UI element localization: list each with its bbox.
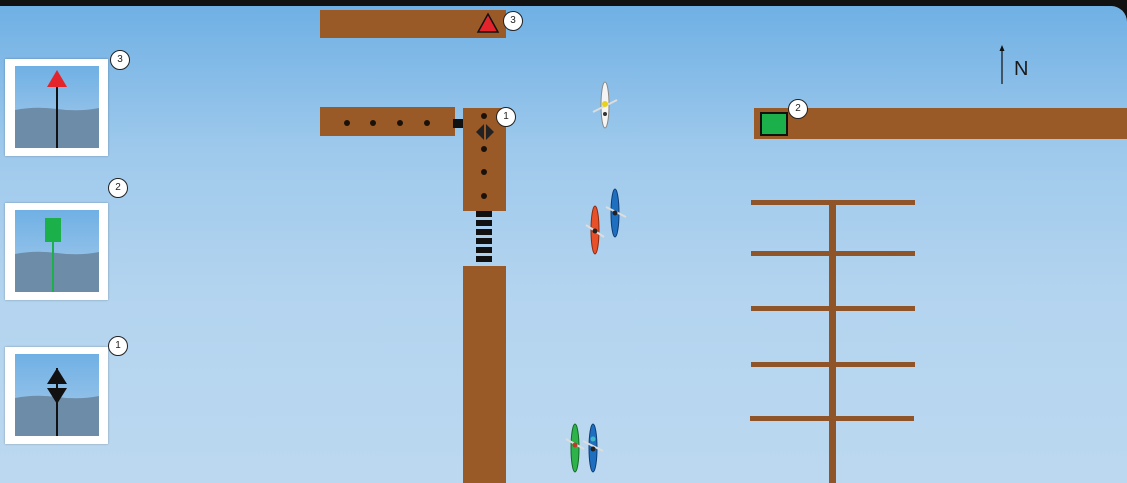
legend-card-red-marker xyxy=(5,59,108,156)
legend-number-badge: 1 xyxy=(108,336,128,356)
kayak-blue-icon xyxy=(582,421,604,475)
black-diamond-marker-icon xyxy=(15,354,99,436)
marker-number-badge: 3 xyxy=(503,11,523,31)
north-label: N xyxy=(1014,58,1028,81)
rail-crossbar xyxy=(751,362,915,367)
middle-pier xyxy=(320,107,455,136)
rail-spine xyxy=(829,202,836,483)
legend-number-badge: 2 xyxy=(108,178,128,198)
black-diamond-marker-icon xyxy=(474,122,496,142)
bollard xyxy=(424,120,430,126)
legend-number-badge: 3 xyxy=(110,50,130,70)
ladder-rung xyxy=(476,229,492,235)
kayak-blue-icon xyxy=(604,187,628,239)
rail-crossbar xyxy=(751,306,915,311)
bollard xyxy=(481,113,487,119)
rail-crossbar xyxy=(751,200,915,205)
marker-number-badge: 2 xyxy=(788,99,808,119)
marker-number-badge: 1 xyxy=(496,107,516,127)
bollard xyxy=(481,169,487,175)
kayak-orange-icon xyxy=(584,203,606,257)
legend-card-black-marker xyxy=(5,347,108,444)
bollard xyxy=(370,120,376,126)
ladder-rung xyxy=(476,238,492,244)
bollard xyxy=(397,120,403,126)
right-pier xyxy=(754,108,1127,139)
rail-crossbar xyxy=(751,251,915,256)
rail-crossbar xyxy=(750,416,914,421)
ladder-rung xyxy=(476,247,492,253)
bollard xyxy=(344,120,350,126)
ladder-rung xyxy=(476,211,492,217)
legend-card-green-marker xyxy=(5,203,108,300)
bollard xyxy=(481,146,487,152)
kayak-white-icon xyxy=(591,80,619,130)
water-area xyxy=(0,6,1127,483)
green-square-marker-icon xyxy=(760,112,788,136)
ladder-rung xyxy=(476,220,492,226)
vertical-pier-lower xyxy=(463,266,506,483)
red-triangle-marker-icon xyxy=(476,12,500,34)
green-square-marker-icon xyxy=(15,210,99,292)
red-triangle-cone-marker-icon xyxy=(15,66,99,148)
bollard xyxy=(481,193,487,199)
ladder-rung xyxy=(476,256,492,262)
